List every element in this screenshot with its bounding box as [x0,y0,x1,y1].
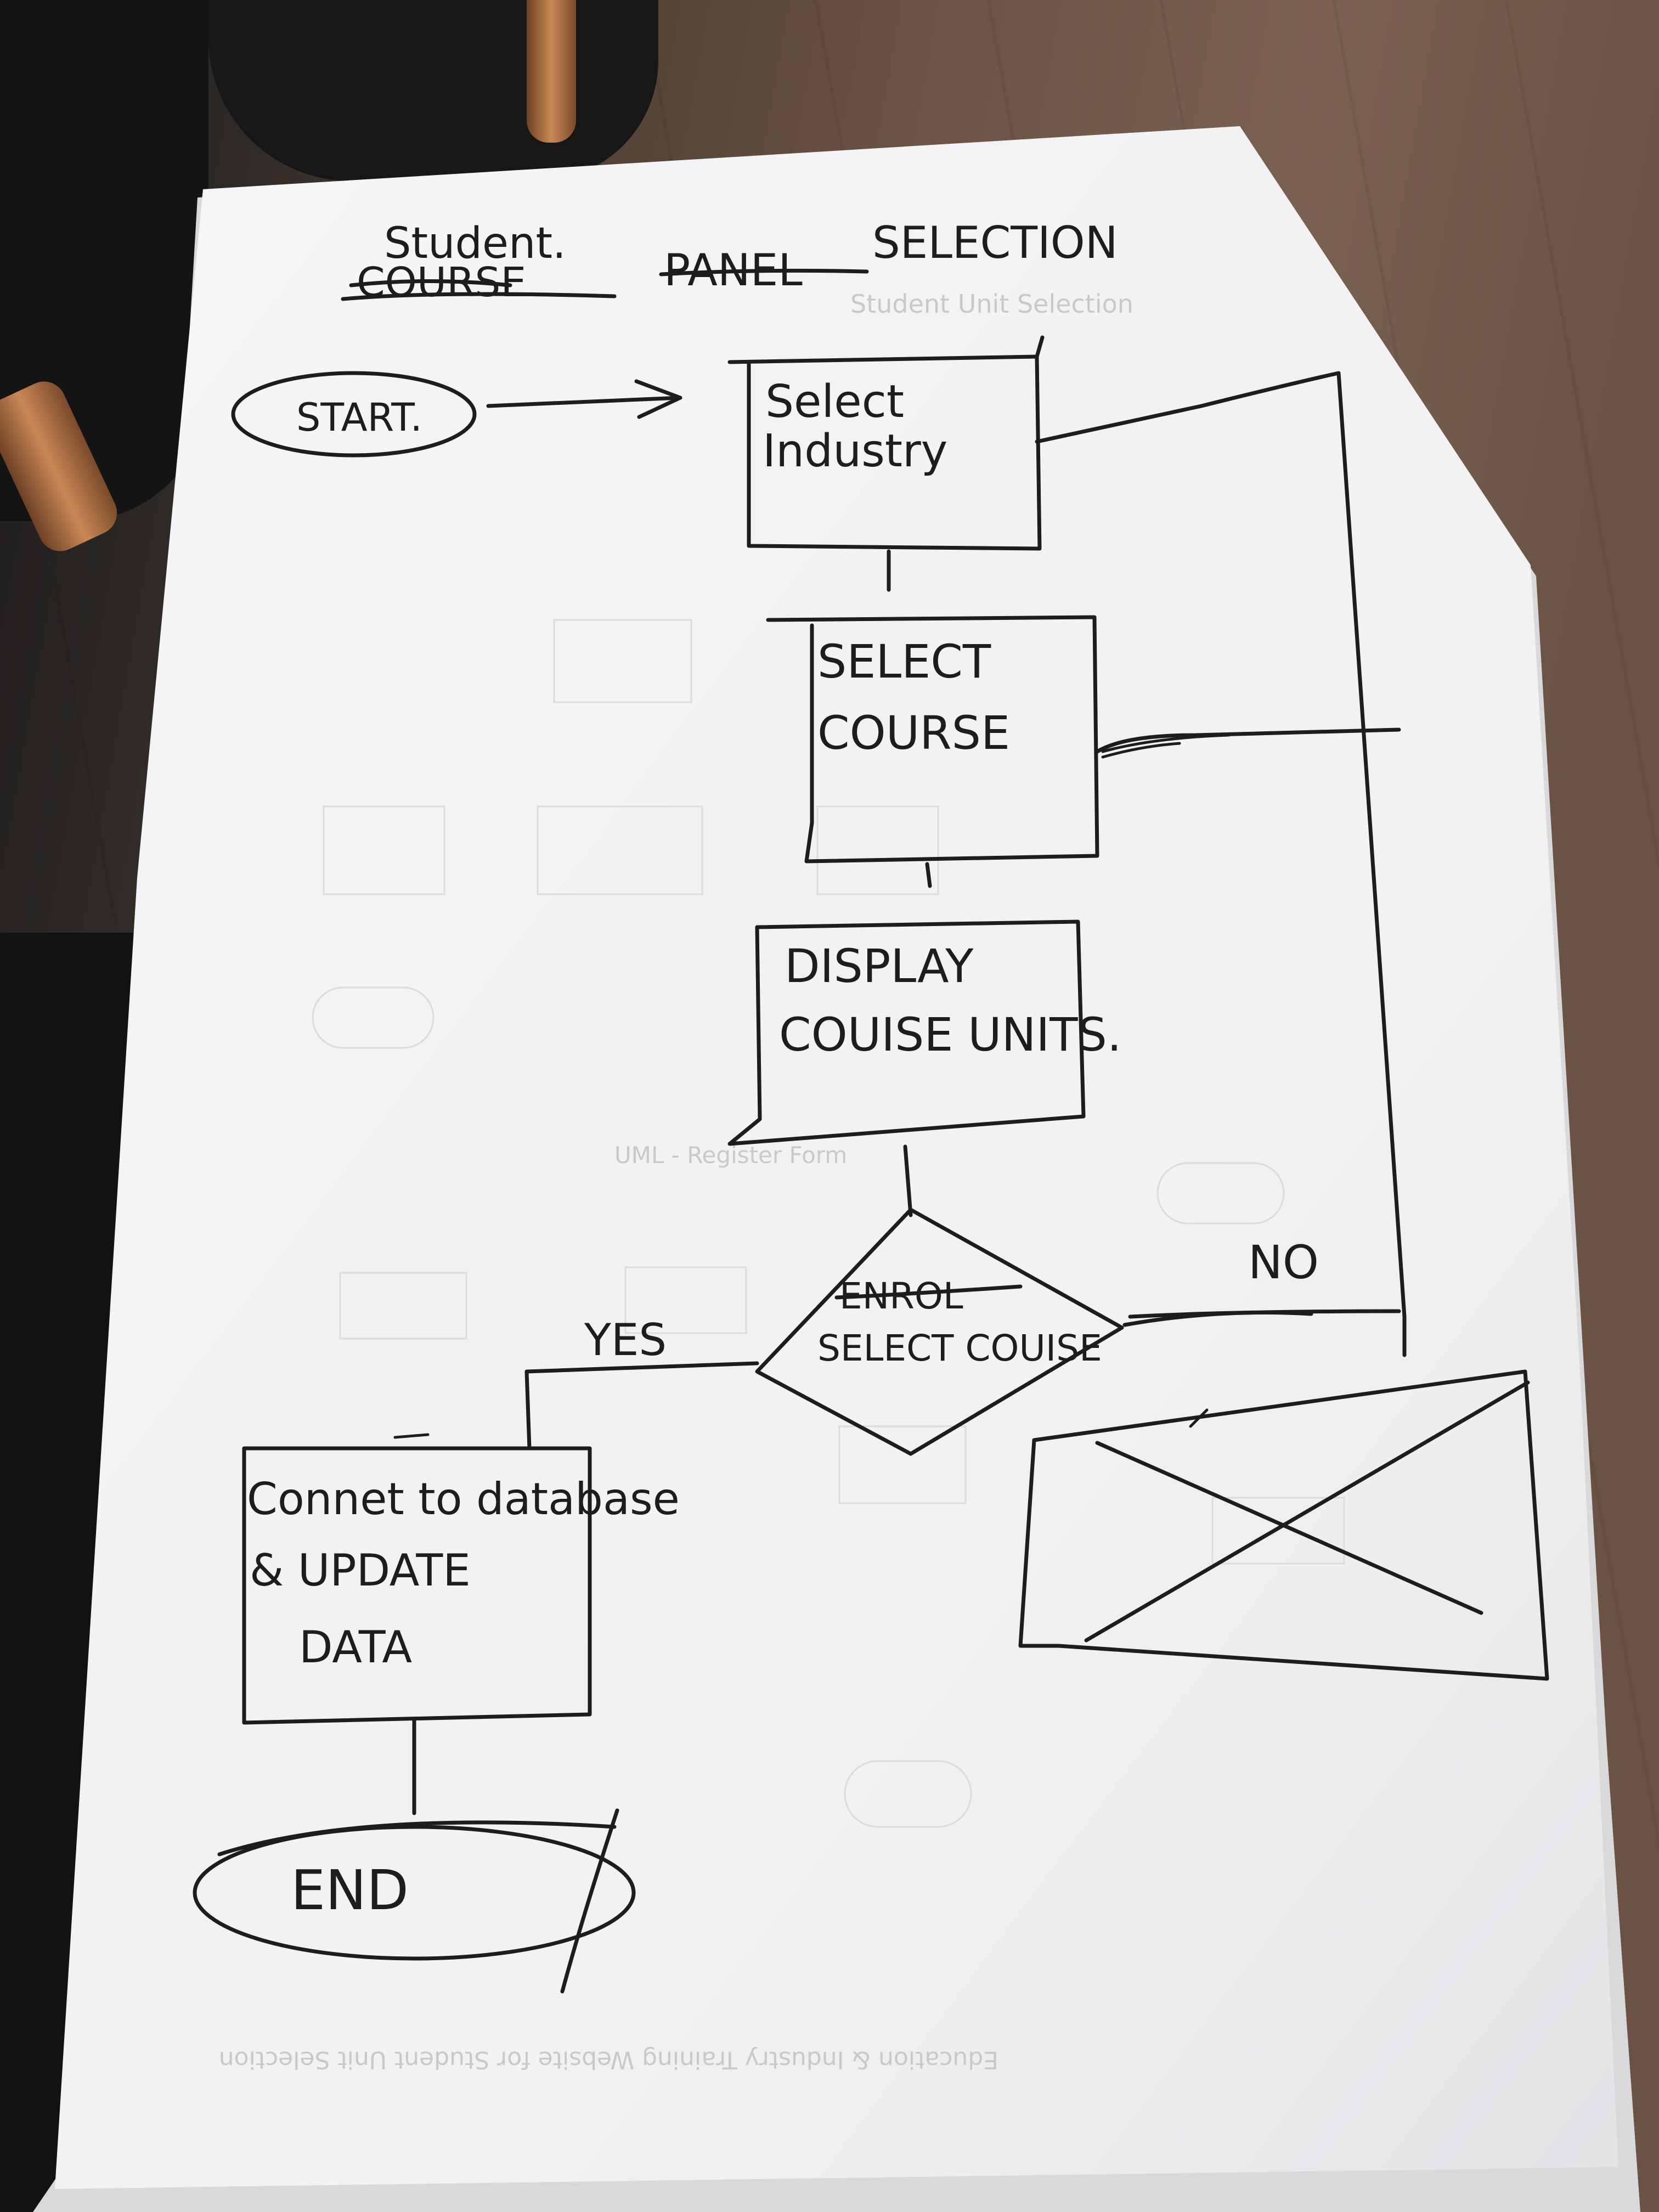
edge-course-to-display [925,862,932,888]
end-scribble [217,1808,619,1994]
title-panel-strike [659,268,869,276]
select-industry-line1: Select [765,376,904,428]
paper-shading [55,126,1618,2189]
bleed-through-footer: Education & Industry Training Website fo… [219,2046,998,2074]
start-label: START. [296,395,422,440]
shoe-heel [527,0,576,143]
shoe-top [208,0,658,181]
start-terminal [231,371,477,458]
decision-line2: SELECT COUISE [817,1327,1102,1369]
edge-display-to-decision [903,1144,913,1217]
loop-course-branch [1095,727,1401,754]
display-units-box [727,919,1086,1146]
select-course-line2: COURSE [817,706,1010,760]
connect-line1: Connet to database [247,1474,680,1525]
edge-label-yes: YES [584,1314,667,1365]
edge-no [1122,1309,1401,1327]
connect-line3: DATA [299,1622,412,1673]
select-course-box [766,615,1099,864]
arrow-start-to-industry [486,379,682,419]
loop-scribble [1101,733,1231,759]
crossed-out-x [1084,1380,1530,1643]
select-industry-line2: Industry [763,425,947,477]
connect-line2: & UPDATE [250,1545,471,1596]
title-selection: SELECTION [872,217,1118,268]
end-terminal [193,1825,636,1961]
title-student: Student. [384,219,566,268]
crossed-out-box [1018,1369,1549,1681]
connect-database-tick [393,1433,430,1439]
select-industry-box [727,335,1045,551]
edge-label-no: NO [1248,1235,1319,1289]
bleed-through-top-right: Student Unit Selection [850,289,1133,319]
crossed-out-tick [1189,1408,1209,1428]
select-course-line1: SELECT [817,635,991,689]
bleed-through-middle: UML - Register Form [614,1142,847,1169]
display-units-line1: DISPLAY [785,939,974,993]
bleed-through-shapes [312,619,1345,1828]
decision-diamond [755,1207,1124,1456]
loop-back-line [1035,371,1407,1357]
title-course-strike [341,279,617,301]
connect-database-box [242,1446,592,1725]
edge-yes [524,1361,759,1451]
display-units-line2: COUISE UNITS. [779,1008,1122,1062]
end-label: END [291,1858,409,1922]
decision-line1-strike [834,1284,1023,1300]
